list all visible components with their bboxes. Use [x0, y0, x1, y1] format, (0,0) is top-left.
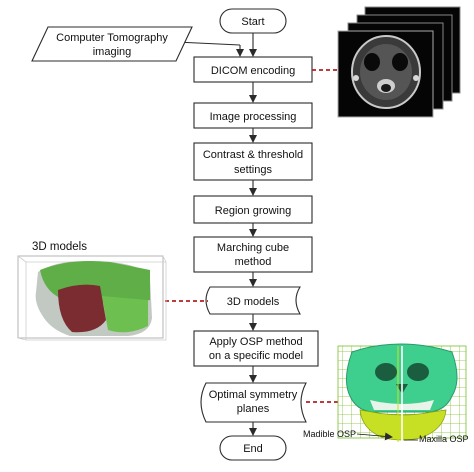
symmetry-skull-image: Madible OSP Maxilla OSP: [303, 343, 469, 444]
dicom-box: DICOM encoding: [193, 56, 313, 83]
dashed-links: [165, 69, 338, 403]
dicom-label: DICOM encoding: [211, 65, 295, 77]
end-label: End: [243, 443, 263, 455]
model-3d-caption: 3D models: [32, 241, 87, 253]
contrast-line-1: Contrast & threshold: [203, 149, 303, 161]
models-3d-node: 3D models: [205, 286, 301, 315]
marching-line-2: method: [235, 256, 272, 268]
ct-image-stack: [337, 6, 461, 118]
ct-imaging-input: Computer Tomography imaging: [31, 26, 193, 62]
madible-osp-label: Madible OSP: [303, 429, 356, 439]
marching-line-1: Marching cube: [217, 242, 289, 254]
optimal-line-1: Optimal symmetry: [209, 389, 298, 401]
contrast-line-2: settings: [234, 164, 272, 176]
optimal-line-2: planes: [237, 403, 270, 415]
start-label: Start: [241, 16, 264, 28]
models-3d-label: 3D models: [227, 296, 280, 308]
apply-osp-line-1: Apply OSP method: [209, 336, 302, 348]
apply-osp-line-2: on a specific model: [209, 350, 303, 362]
contrast-box: Contrast & threshold settings: [193, 142, 313, 181]
apply-osp-box: Apply OSP method on a specific model: [193, 330, 319, 367]
region-growing-label: Region growing: [215, 205, 291, 217]
connectors: [175, 33, 257, 436]
maxilla-osp-label: Maxilla OSP: [419, 434, 469, 444]
image-processing-box: Image processing: [193, 102, 313, 129]
marching-cube-box: Marching cube method: [193, 236, 313, 273]
start-node: Start: [219, 8, 287, 34]
image-processing-label: Image processing: [210, 111, 297, 123]
input-line-1: Computer Tomography: [56, 32, 168, 44]
optimal-planes-node: Optimal symmetry planes: [200, 382, 307, 423]
ct-skull-slice: [351, 35, 421, 109]
region-growing-box: Region growing: [193, 195, 313, 224]
input-line-2: imaging: [93, 46, 132, 58]
end-node: End: [219, 435, 287, 461]
model-3d-image: 3D models: [17, 241, 167, 341]
